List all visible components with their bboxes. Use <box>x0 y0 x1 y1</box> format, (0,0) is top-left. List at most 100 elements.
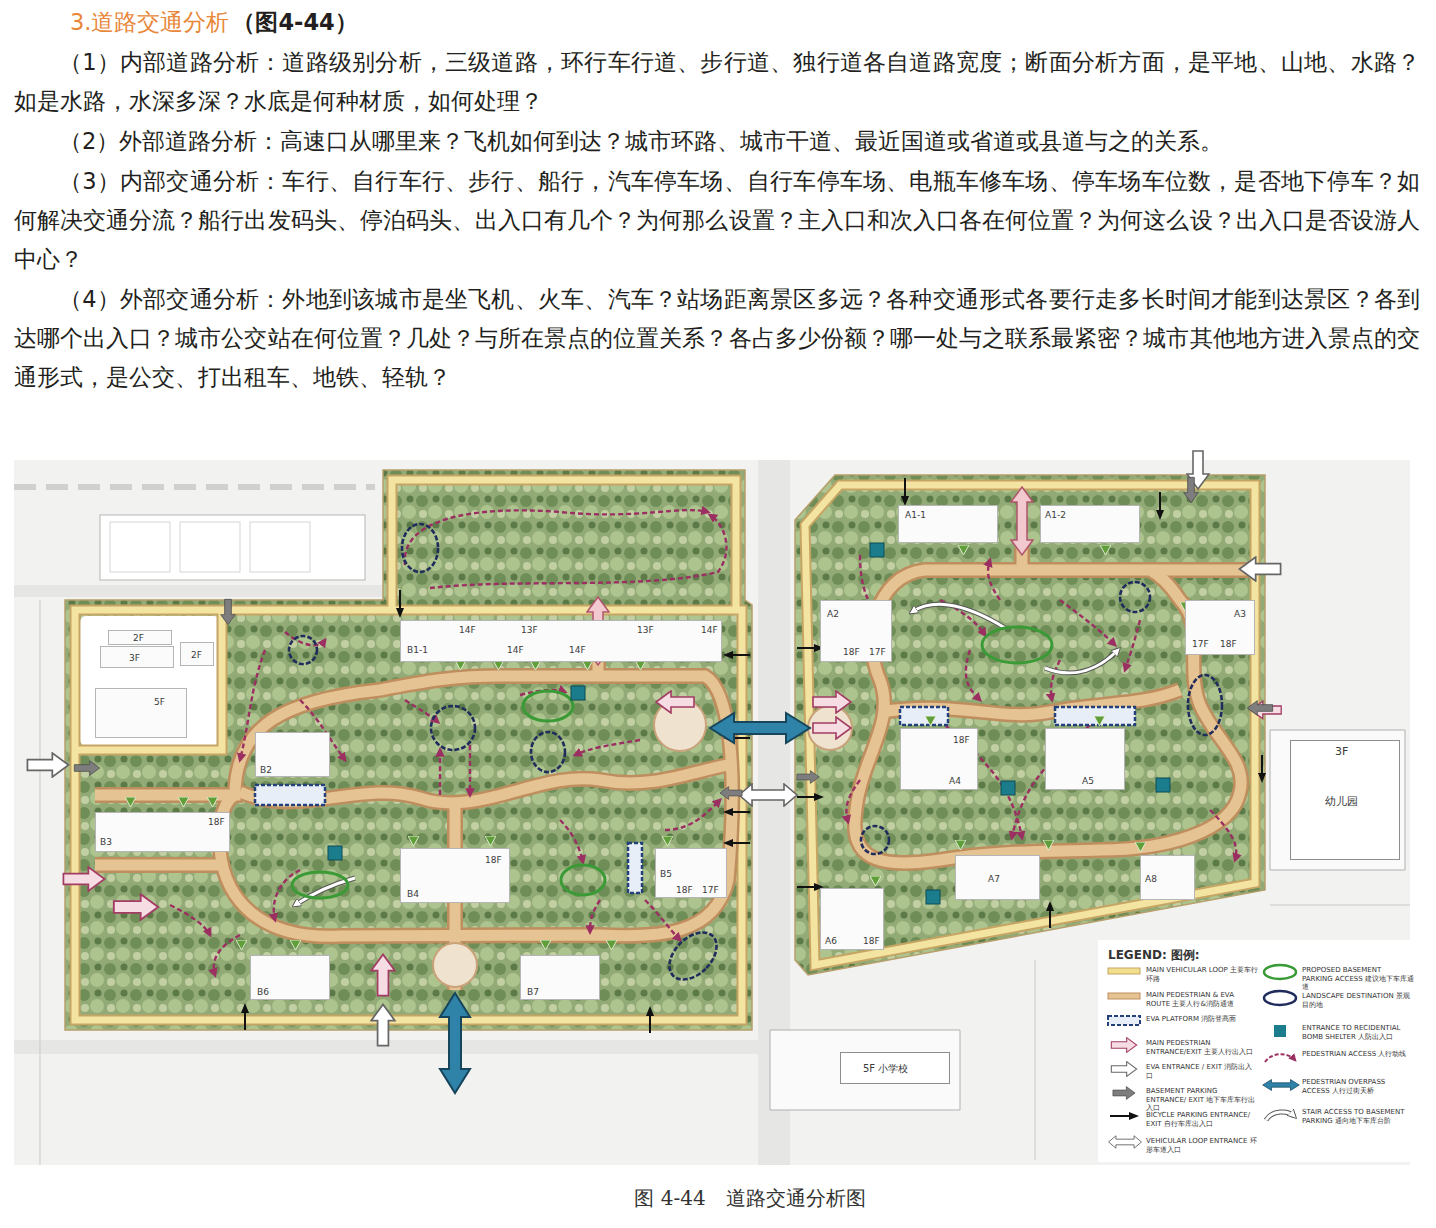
section-title: 3.道路交通分析 <box>70 7 229 37</box>
building-block: B7 <box>520 955 600 1000</box>
legend-panel <box>1113 1087 1135 1100</box>
building-block: A1-2 <box>1040 505 1140 543</box>
vehicular-loop <box>75 480 742 1020</box>
building-block: 2F <box>108 630 172 645</box>
bomb-shelter-entrance <box>571 686 585 700</box>
bicycle-entrance <box>1261 755 1263 780</box>
body-paragraph: （2）外部道路分析：高速口从哪里来？飞机如何到达？城市环路、城市干道、最近国道或… <box>14 122 1420 161</box>
ground <box>180 522 240 572</box>
building-block: 5F 小学校 <box>840 1052 950 1084</box>
entrance-arrow <box>114 894 158 920</box>
building-block: A317F18F <box>1185 600 1255 655</box>
entrance-arrow <box>371 954 395 995</box>
building-block: A1-1 <box>898 505 998 543</box>
pedestrian-route <box>95 645 732 990</box>
building-block: A5 <box>1045 728 1125 790</box>
building-block: 3F幼儿园 <box>1290 740 1400 860</box>
legend-panel <box>1111 1038 1136 1053</box>
pedestrian-access <box>645 900 680 940</box>
pedestrian-access <box>1210 810 1236 860</box>
legend-panel <box>1266 1112 1294 1120</box>
entrance-arrow <box>1239 557 1280 581</box>
pedestrian-access <box>439 750 441 795</box>
green-marker <box>485 836 496 846</box>
entrance-arrow <box>1011 487 1033 555</box>
legend-text: LANDSCAPE DESTINATION 景观目的地 <box>1302 992 1414 1009</box>
pedestrian-route <box>808 706 852 750</box>
stair-access <box>1045 650 1118 673</box>
pedestrian-access <box>988 560 1000 600</box>
green-marker <box>207 797 218 807</box>
building-label: 18F <box>863 936 880 946</box>
legend-text: EVA ENTRANCE / EXIT 消防出入口 <box>1146 1063 1258 1080</box>
pedestrian-access <box>665 800 720 830</box>
pedestrian-access <box>1125 620 1140 670</box>
green-marker <box>870 876 881 886</box>
entrance-arrow <box>797 771 819 784</box>
parking-access <box>292 872 348 898</box>
legend-panel <box>1264 991 1296 1005</box>
green-marker <box>290 940 301 950</box>
building-block: B6 <box>250 955 330 1000</box>
eva-platform <box>255 785 325 805</box>
legend-panel <box>1264 965 1296 979</box>
entrance-arrow <box>27 753 68 777</box>
building-label: B4 <box>407 889 419 899</box>
overpass-arrow <box>710 713 810 743</box>
green-marker <box>1100 545 1111 555</box>
landscape-destination <box>861 826 889 854</box>
ground <box>1270 905 1410 906</box>
green-marker <box>1135 842 1146 852</box>
building-label: 2F <box>133 633 144 643</box>
pedestrian-route <box>95 645 732 990</box>
pedestrian-access <box>170 510 1236 975</box>
building-label: B3 <box>100 837 112 847</box>
building-label: A7 <box>988 874 1000 884</box>
building-label: A8 <box>1145 874 1157 884</box>
legend-text: BASEMENT PARKING ENTRANCE/ EXIT 地下车库车行出入… <box>1146 1087 1258 1113</box>
building-block: 2F <box>180 642 214 666</box>
legend-text: MAIN PEDESTRIAN & EVA ROUTE 主要人行&消防通道 <box>1146 991 1258 1008</box>
building-block: A8 <box>1140 855 1195 900</box>
legend-panel <box>1265 1054 1295 1062</box>
site-parcel <box>80 616 220 746</box>
parking-access <box>982 627 1052 663</box>
ground <box>100 515 365 580</box>
legend-panel <box>1108 993 1140 999</box>
building-block: B318F <box>95 812 230 852</box>
body-paragraph: （3）内部交通分析：车行、自行车行、步行、船行，汽车停车场、自行车停车场、电瓶车… <box>14 162 1420 279</box>
bomb-shelter-entrance <box>870 543 884 557</box>
building-label: B2 <box>260 765 272 775</box>
ground <box>1035 960 1036 1160</box>
stair-access <box>295 604 1118 905</box>
building-label: 13F <box>521 625 538 635</box>
building-label: 3F <box>129 653 140 663</box>
building-block: 3F <box>100 646 174 668</box>
bomb-shelter-entrance <box>328 846 342 860</box>
building-label: 14F <box>507 645 524 655</box>
legend-panel <box>1263 1080 1300 1091</box>
entrance-arrow <box>656 691 694 713</box>
bomb-shelter-entrance <box>1001 781 1015 795</box>
bicycle-entrance <box>726 811 750 813</box>
stair-access <box>912 604 1005 628</box>
bicycle-entrance <box>797 647 821 649</box>
entrance-arrow <box>813 691 851 713</box>
building-label: 14F <box>459 625 476 635</box>
building-label: 18F <box>843 647 860 657</box>
green-marker <box>955 840 966 850</box>
green-marker <box>662 836 673 846</box>
pedestrian-access <box>560 820 583 862</box>
bicycle-entrance <box>399 590 401 615</box>
building-block: A7 <box>955 855 1040 900</box>
pedestrian-access <box>966 650 980 700</box>
pedestrian-route <box>433 943 477 987</box>
legend-text: MAIN VEHICULAR LOOP 主要车行环路 <box>1146 966 1258 983</box>
legend-panel <box>1274 1025 1286 1037</box>
pedestrian-access <box>430 515 726 588</box>
building-label: A5 <box>1082 776 1094 786</box>
eva-platform <box>1055 707 1135 725</box>
bomb-shelter-entrance <box>1156 778 1170 792</box>
ground <box>14 585 384 597</box>
landscape-destination <box>431 706 475 750</box>
